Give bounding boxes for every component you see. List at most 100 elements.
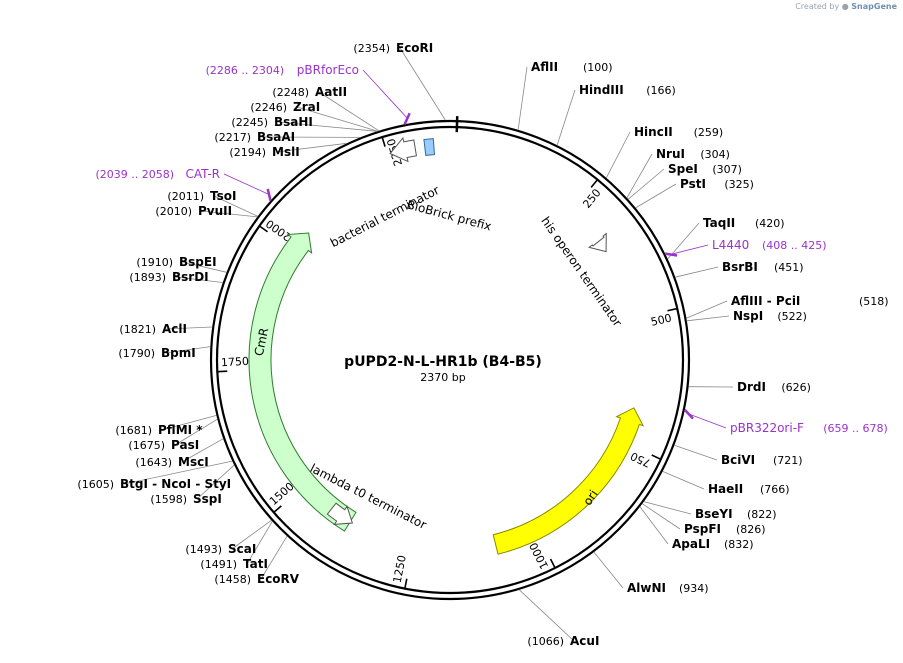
site-name: TatI <box>243 557 268 571</box>
primer-mark <box>403 112 411 125</box>
site-leader-line <box>674 444 718 461</box>
site-name: NspI <box>733 309 763 323</box>
tick-mark <box>273 505 282 514</box>
site-name: ZraI <box>293 100 320 114</box>
tick-mark <box>404 578 408 589</box>
site-position: (832) <box>724 538 754 551</box>
site-position: (1675) <box>128 439 165 452</box>
primer-leader-line <box>362 69 408 119</box>
site-leader-line <box>260 535 288 580</box>
site-position: (2010) <box>155 205 192 218</box>
site-leader-line <box>181 438 224 463</box>
site-name: BtgI - NcoI - StyI <box>120 477 231 491</box>
site-leader-line <box>246 521 273 565</box>
site-leader-line <box>556 89 576 146</box>
site-name: MscI <box>178 455 209 469</box>
tick-mark <box>258 225 269 233</box>
site-leader-line <box>642 503 681 530</box>
site-position: (1821) <box>119 323 156 336</box>
site-position: (766) <box>760 483 790 496</box>
site-position: (1598) <box>150 493 187 506</box>
site-leader-line <box>164 346 211 354</box>
site-position: (626) <box>781 381 811 394</box>
site-name: BsrBI <box>722 260 758 274</box>
site-position: (2011) <box>167 190 204 203</box>
site-leader-line <box>517 66 528 130</box>
tick-label: 500 <box>650 311 673 328</box>
restriction-site-bsaai: BsaAI(2217) <box>214 130 295 144</box>
site-name: BspEI <box>179 255 217 269</box>
feature-cmr-arrow <box>248 232 357 532</box>
tick-label: 1750 <box>221 355 250 369</box>
site-name: BsaHI <box>274 115 313 129</box>
tick-label: 750 <box>628 449 653 470</box>
site-name: AflIII - PciI <box>731 294 800 308</box>
restriction-site-msli: MslI (2194) <box>229 145 299 159</box>
site-leader-line <box>635 183 677 209</box>
site-position: (2217) <box>214 131 251 144</box>
site-leader-line <box>519 589 575 642</box>
restriction-site-bseyi: BseYI(822) <box>695 507 777 521</box>
primer-mark <box>664 252 678 257</box>
tick-mark <box>381 136 386 147</box>
site-position: (1910) <box>136 256 173 269</box>
site-name: PstI <box>680 177 706 191</box>
site-position: (1605) <box>77 478 114 491</box>
site-leader-line <box>165 326 213 330</box>
feature-label: BioBrick prefix <box>405 197 493 233</box>
primer-label: CAT-R <box>185 167 220 181</box>
site-name: SspI <box>193 492 222 506</box>
site-name: TsoI <box>210 189 236 203</box>
site-name: SpeI <box>668 162 698 176</box>
restriction-site-ecori: EcoRI(2354) <box>353 41 433 55</box>
tick-marks: 250500750100012501500175020002250 <box>217 136 678 589</box>
site-leader-line <box>626 153 653 198</box>
feature-label: bacterial terminator <box>328 183 442 250</box>
site-position: (2246) <box>250 101 287 114</box>
feature-label: CmR <box>252 327 272 358</box>
primer-leader-line <box>671 244 709 255</box>
site-name: PspFI <box>684 522 721 536</box>
site-position: (2194) <box>229 146 266 159</box>
site-name: MslI <box>272 145 300 159</box>
site-name: AlwNI <box>627 581 666 595</box>
site-name: AatII <box>315 85 347 99</box>
restriction-site-bpmi: BpmI(1790) <box>118 346 195 360</box>
site-leader-line <box>593 551 624 589</box>
site-leader-line <box>686 300 728 319</box>
restriction-site-aflii: AflII(100) <box>531 60 613 74</box>
primer-cat-r: CAT-R (2039 .. 2058) <box>95 167 220 181</box>
site-leader-line <box>686 315 730 322</box>
site-leader-line <box>639 506 669 545</box>
site-position: (166) <box>646 84 676 97</box>
site-leader-line <box>275 142 347 153</box>
plasmid-backbone <box>209 116 691 601</box>
primer-l4440: L4440(408 .. 425) <box>712 238 827 252</box>
restriction-site-psti: PstI(325) <box>680 177 754 191</box>
primer-pbrforeco: pBRforEco(2286 .. 2304) <box>206 63 359 77</box>
restriction-site-msci: MscI (1643) <box>135 455 208 469</box>
site-position: (1493) <box>185 543 222 556</box>
site-name: PvuII <box>198 204 232 218</box>
restriction-site-pasi: PasI(1675) <box>128 438 199 452</box>
primer-range: (2039 .. 2058) <box>95 168 174 181</box>
site-leader-line <box>662 471 705 490</box>
site-position: (1643) <box>135 456 172 469</box>
tick-mark <box>651 454 662 461</box>
site-name: EcoRV <box>257 572 300 586</box>
tick-mark <box>549 558 556 569</box>
site-position: (1458) <box>214 573 251 586</box>
site-leader-line <box>296 106 378 132</box>
site-position: (518) <box>859 295 889 308</box>
site-leader-line <box>161 415 217 431</box>
restriction-site-pflmi: PflMI *(1681) <box>115 423 203 437</box>
restriction-site-afliii: AflIII - PciI (518) <box>731 294 889 308</box>
site-position: (304) <box>700 148 730 161</box>
site-name: TaqII <box>703 216 735 230</box>
tick-mark <box>217 370 228 373</box>
site-leader-line <box>675 266 719 278</box>
site-name: HaeII <box>708 482 743 496</box>
site-leader-line <box>277 121 378 132</box>
site-name: AcuI <box>570 634 599 648</box>
